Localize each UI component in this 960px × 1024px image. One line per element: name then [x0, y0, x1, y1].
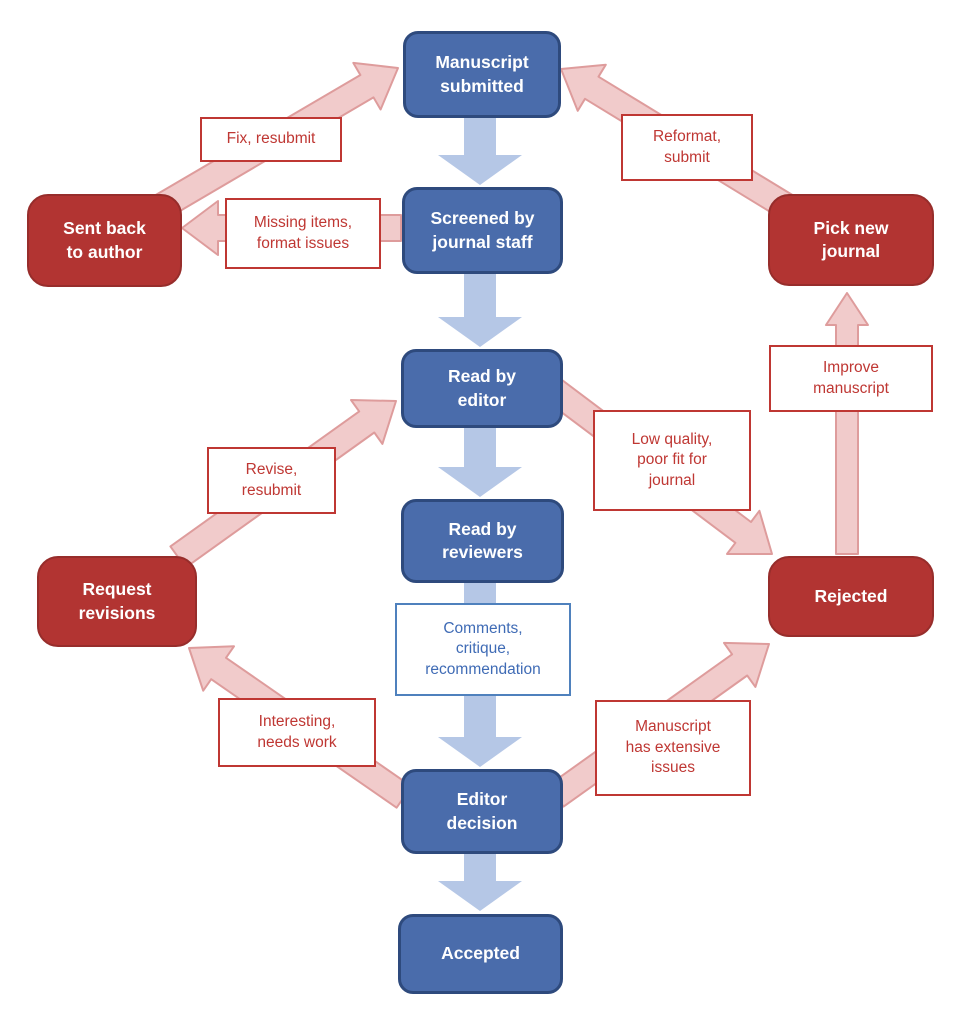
arrow-editor-decision-to-accepted [438, 849, 522, 911]
node-accepted: Accepted [398, 914, 563, 994]
node-read-by-reviewers: Read by reviewers [401, 499, 564, 583]
node-sent-back-to-author: Sent back to author [27, 194, 182, 287]
edge-label-low-quality: Low quality, poor fit for journal [593, 410, 751, 511]
node-editor-decision: Editor decision [401, 769, 563, 854]
arrow-rejected-to-pick-new-journal [825, 292, 869, 555]
arrow-manuscript-submitted-to-screened [438, 112, 522, 185]
arrow-read-editor-to-read-reviewers [438, 423, 522, 497]
node-rejected: Rejected [768, 556, 934, 637]
node-request-revisions: Request revisions [37, 556, 197, 647]
node-pick-new-journal: Pick new journal [768, 194, 934, 286]
edge-label-revise-resubmit: Revise, resubmit [207, 447, 336, 514]
arrow-screened-to-read-editor [438, 268, 522, 347]
node-screened-by-journal-staff: Screened by journal staff [402, 187, 563, 274]
edge-label-interesting-needs-work: Interesting, needs work [218, 698, 376, 767]
edge-label-improve-manuscript: Improve manuscript [769, 345, 933, 412]
node-manuscript-submitted: Manuscript submitted [403, 31, 561, 118]
edge-label-reformat-submit: Reformat, submit [621, 114, 753, 181]
node-read-by-editor: Read by editor [401, 349, 563, 428]
edge-label-missing-items: Missing items, format issues [225, 198, 381, 269]
edge-label-comments-critique: Comments, critique, recommendation [395, 603, 571, 696]
edge-label-manuscript-issues: Manuscript has extensive issues [595, 700, 751, 796]
edge-label-fix-resubmit: Fix, resubmit [200, 117, 342, 162]
